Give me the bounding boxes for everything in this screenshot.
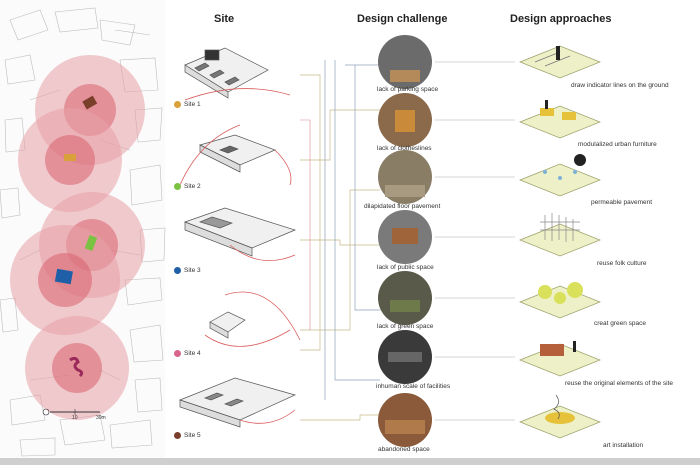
approach-label-5: creat green space xyxy=(594,320,647,327)
approach-label-1: draw indicator lines on the ground xyxy=(571,82,669,89)
site-4-axonometric xyxy=(209,311,246,339)
approach-tile-6 xyxy=(519,341,601,377)
connector-lines xyxy=(300,60,380,421)
site-markers xyxy=(54,95,98,378)
site-3-label-text: Site 3 xyxy=(184,267,201,274)
site-label-4: Site 4 xyxy=(174,350,201,357)
approach-tile-7 xyxy=(519,394,601,439)
site-3-axonometric xyxy=(183,207,297,257)
site-flow-arrows xyxy=(179,88,301,424)
site-3-color-dot xyxy=(174,267,181,274)
approach-tiles xyxy=(519,45,601,439)
approach-label-4: reuse folk culture xyxy=(597,260,647,267)
scale-bar xyxy=(42,408,100,416)
approach-tile-4 xyxy=(519,213,601,257)
challenge-label-4: lack of public space xyxy=(377,264,434,271)
approach-label-6: reuse the original elements of the site xyxy=(565,380,674,387)
challenge-photo-5 xyxy=(378,271,432,325)
site-5-marker xyxy=(69,356,84,378)
site-1-marker xyxy=(82,95,98,110)
site-label-5: Site 5 xyxy=(174,432,201,439)
challenge-label-5: lack of green space xyxy=(377,323,434,330)
site-label-2: Site 2 xyxy=(174,183,201,190)
site-4-color-dot xyxy=(174,350,181,357)
site-4-label-text: Site 4 xyxy=(184,350,201,357)
approach-label-2: modulalized urban furniture xyxy=(578,141,657,148)
site-5-color-dot xyxy=(174,432,181,439)
site-column-header: Site xyxy=(214,13,235,25)
site-4-marker xyxy=(54,268,73,285)
site-3-marker xyxy=(84,235,98,251)
site-2-marker xyxy=(64,154,76,161)
approach-label-7: art installation xyxy=(603,442,644,449)
scale-end-label: 30m xyxy=(96,415,106,421)
approach-tile-2 xyxy=(519,100,601,139)
challenge-column-header: Design challenge xyxy=(357,13,448,25)
site-1-label-text: Site 1 xyxy=(184,101,201,108)
site-1-color-dot xyxy=(174,101,181,108)
site-axonometrics xyxy=(178,47,297,428)
site-5-label-text: Site 5 xyxy=(184,432,201,439)
bottom-border xyxy=(0,458,700,465)
challenge-label-3: dilapidated floor pavement xyxy=(364,203,441,210)
challenge-label-2: lack of clotheslines xyxy=(377,145,432,152)
challenge-approach-links xyxy=(435,61,515,421)
challenge-label-7: abandoned space xyxy=(378,446,430,453)
approach-tile-1 xyxy=(519,45,601,79)
approach-tile-5 xyxy=(519,282,601,319)
challenge-label-1: lack of parking space xyxy=(377,86,439,93)
approaches-column-header: Design approaches xyxy=(510,13,612,25)
site-1-axonometric xyxy=(184,47,269,99)
site-5-axonometric xyxy=(178,377,297,428)
approach-tile-3 xyxy=(519,154,601,197)
site-2-color-dot xyxy=(174,183,181,190)
site-2-axonometric xyxy=(199,134,276,173)
scale-mid-label: 10 xyxy=(72,415,78,421)
challenge-label-6: inhuman scale of facilities xyxy=(376,383,451,390)
approach-label-3: permeable pavement xyxy=(591,199,653,206)
site-2-label-text: Site 2 xyxy=(184,183,201,190)
site-label-3: Site 3 xyxy=(174,267,201,274)
site-label-1: Site 1 xyxy=(174,101,201,108)
challenge-photos xyxy=(378,35,432,447)
